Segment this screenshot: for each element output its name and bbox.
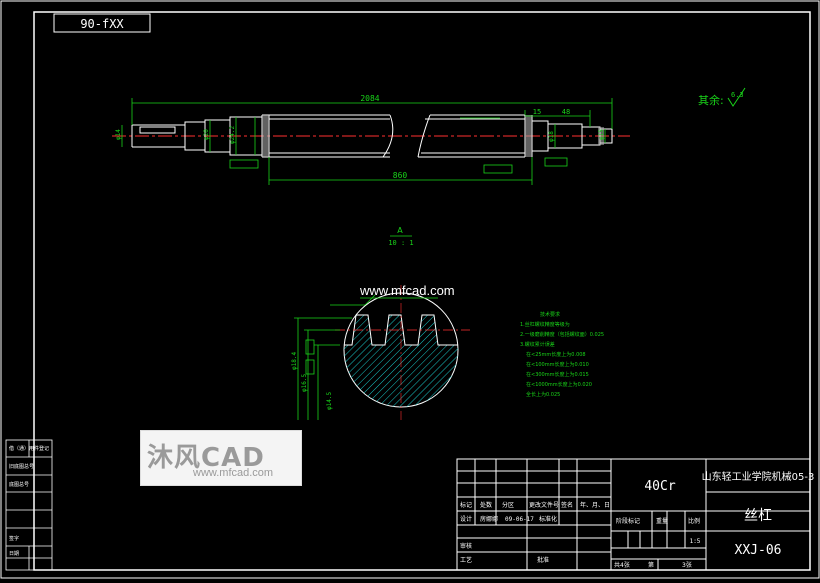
tb-label: 标记 [460,501,472,509]
tech-note-line: 3.螺纹累计误差 [520,341,555,348]
tech-notes: 技术要求 1.丝杠螺纹精度等级为 2.一级磨削精度（包括螺纹面）0.025 3.… [520,311,604,398]
tb-label: 年、月、日 [580,501,610,509]
tb-label: 比例 [688,517,700,525]
detail-dimension-lines [294,294,438,420]
roughness-label: 其余: [698,93,724,107]
tb-label: 分区 [502,501,514,509]
dim-right-dia-2: φ15 [598,129,605,140]
dimension-lines [121,98,613,185]
tb-label: 阶段标记 [616,517,640,525]
code-box-text: 90-fXX [80,17,124,31]
dim-left-dia-2: φ20 [203,129,210,140]
material-text: 40Cr [644,479,675,494]
title-block-labels: 标记 处数 分区 更改文件号 签名 年、月、日 设计 房娜娜 09-06-17 … [460,501,700,569]
side-label: 日期 [9,551,19,557]
tech-note-line: 在<300mm长度上为0.015 [526,371,589,378]
side-label: 旧底图总号 [9,463,34,470]
shaft-left-section [131,116,262,156]
tech-note-line: 1.丝杠螺纹精度等级为 [520,321,570,328]
watermark-logo-box: 沐风CAD www.mfcad.com [140,430,302,486]
detail-hatch [344,314,458,407]
side-block [5,439,53,571]
tb-label: 处数 [480,501,492,509]
tb-label: 设计 [460,515,472,523]
thread-shoulder-right [525,115,532,157]
detail-dim-2: φ16.5 [301,374,308,392]
tb-label: 批准 [537,556,549,564]
tb-label: 更改文件号 [529,501,559,509]
detail-label-scale: 10 : 1 [388,239,413,247]
roughness-symbol [727,87,746,107]
right-end-chamfer [598,127,604,145]
detail-label-top: A [397,226,403,235]
title-block [456,458,811,571]
tech-note-line: 在<25mm长度上为0.008 [526,351,586,358]
drawing-no-text: XXJ-06 [735,543,782,558]
side-label: 底图总号 [9,481,29,488]
roughness-value: 6.3 [731,91,744,99]
dim-top-overall: 2084 [360,94,379,103]
dim-right-a: 15 [533,108,541,116]
dim-bottom-overall: 860 [393,171,408,180]
dim-left-dia-1: φ14 [115,129,122,140]
tech-note-line: 在<1000mm长度上为0.020 [526,381,592,388]
watermark-logo-url: www.mfcad.com [193,467,274,479]
tech-note-line: 2.一级磨削精度（包括螺纹面）0.025 [520,331,604,338]
tb-label: 房娜娜 [480,515,498,523]
tb-label: 09-06-17 [505,516,534,523]
detail-dim-1: φ18.4 [291,352,298,370]
tech-note-line: 在<100mm长度上为0.010 [526,361,589,368]
side-block-labels: 借（通）用件登记 旧底图总号 底图总号 签字 日期 [9,445,49,557]
watermark-logo: 沐风CAD [147,443,265,473]
tb-label: 审核 [460,542,472,550]
side-label: 借（通）用件登记 [9,445,49,452]
tech-note-line: 全长上为0.025 [526,391,560,398]
watermark-url-text: www.mfcad.com [360,283,455,298]
code-box [53,13,151,33]
scale-value-text: 1:5 [690,538,701,545]
tb-label: 工艺 [460,556,472,564]
detail-dim-3: φ14.5 [326,392,333,410]
dim-left-dia-3: φ24.2 [229,126,236,144]
tb-label: 共4张 [614,561,630,569]
side-label: 签字 [9,535,19,542]
tech-notes-title: 技术要求 [540,311,560,318]
tb-label: 第 [648,561,654,569]
school-text: 山东轻工业学院机械05-3 [702,470,815,483]
part-name-text: 丝杠 [744,508,772,524]
thread-shoulder-left [262,115,269,157]
tb-label: 重量 [656,517,668,525]
tb-label: 标准化 [539,515,557,523]
tb-label: 签名 [561,501,573,509]
tb-label: 3张 [682,561,692,569]
dim-right-b: 48 [562,108,570,116]
inner-frame [33,11,811,571]
dim-right-dia-1: φ18 [548,131,555,142]
